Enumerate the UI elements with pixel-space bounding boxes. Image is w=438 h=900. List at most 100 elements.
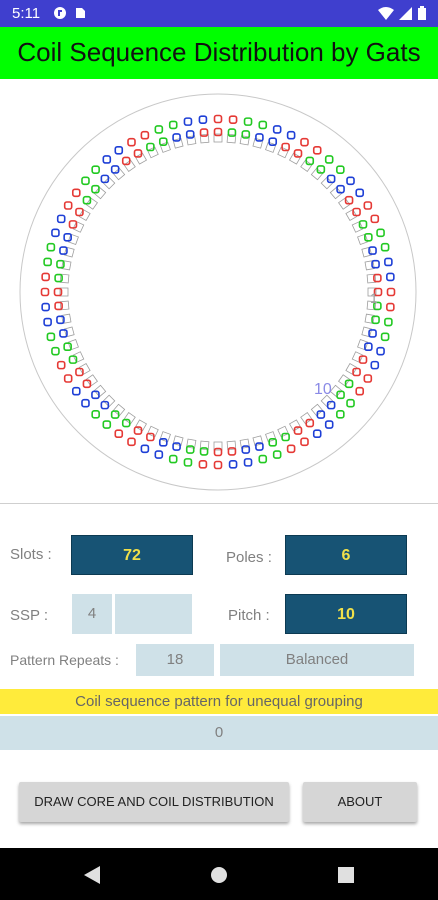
coil-outer-marker	[127, 437, 136, 447]
slot-outline	[67, 339, 79, 351]
slot-outline	[72, 221, 85, 233]
coil-inner-marker	[371, 259, 380, 269]
coil-inner-marker	[255, 133, 264, 142]
coil-outer-marker	[376, 228, 385, 238]
coil-outer-marker	[46, 242, 56, 252]
coil-outer-marker	[183, 117, 193, 126]
coil-inner-marker	[158, 438, 168, 447]
coil-inner-marker	[344, 195, 354, 205]
slot-outline	[310, 167, 324, 181]
coil-inner-marker	[100, 400, 110, 410]
slot-outline	[265, 141, 277, 153]
coil-inner-marker	[373, 287, 383, 297]
slot-outline	[366, 300, 377, 311]
draw-core-button[interactable]: DRAW CORE AND COIL DISTRIBUTION	[19, 782, 289, 822]
slot-outline	[72, 351, 85, 363]
poles-label: Poles :	[226, 549, 272, 566]
home-icon[interactable]	[210, 866, 228, 884]
coil-outer-marker	[198, 460, 208, 469]
coil-inner-marker	[213, 127, 223, 137]
coil-inner-marker	[68, 355, 78, 364]
coil-inner-marker	[53, 287, 63, 297]
coil-outer-marker	[114, 145, 124, 155]
pitch-marker: 10	[314, 381, 332, 398]
slot-outline	[361, 246, 373, 258]
coil-inner-marker	[213, 447, 223, 457]
slot-outline	[300, 159, 313, 172]
pattern-repeats-field[interactable]: 18	[136, 644, 214, 676]
coil-outer-marker	[43, 257, 52, 267]
coil-inner-marker	[59, 246, 68, 255]
coil-outer-marker	[243, 458, 253, 467]
slot-outline	[364, 313, 375, 324]
coil-inner-marker	[358, 355, 368, 364]
slot-outline	[367, 287, 377, 297]
slot-outline	[93, 186, 107, 200]
slot-outline	[85, 374, 98, 387]
coil-inner-marker	[54, 273, 63, 283]
coil-outer-marker	[154, 125, 164, 134]
coil-outer-marker	[63, 201, 73, 210]
coil-outer-marker	[41, 302, 50, 312]
slot-outline	[364, 260, 375, 271]
coil-inner-marker	[281, 432, 290, 442]
coil-inner-marker	[326, 174, 336, 184]
pitch-field[interactable]: 10	[285, 594, 407, 634]
coil-outer-marker	[183, 458, 193, 467]
coil-inner-marker	[185, 130, 195, 139]
coil-inner-marker	[336, 390, 345, 400]
slot-outline	[85, 197, 98, 210]
ssp-field[interactable]: 4	[72, 594, 112, 634]
slot-outline	[147, 146, 159, 159]
coil-inner-marker	[172, 442, 181, 451]
slot-outline	[78, 362, 91, 376]
slot-outline	[61, 260, 72, 271]
battery-icon	[418, 6, 426, 20]
slot-outline	[345, 208, 358, 222]
slot-outline	[265, 431, 277, 443]
slots-field[interactable]: 72	[71, 535, 193, 575]
coil-outer-marker	[102, 420, 112, 429]
coil-inner-marker	[100, 174, 110, 184]
slot-outline	[239, 135, 250, 146]
coil-inner-marker	[63, 232, 72, 242]
coil-outer-marker	[355, 188, 365, 198]
coil-outer-marker	[286, 130, 296, 140]
coil-inner-marker	[56, 315, 65, 325]
coil-inner-marker	[293, 426, 303, 435]
coil-outer-marker	[41, 272, 50, 282]
wifi-icon	[378, 7, 394, 20]
slot-outline	[288, 152, 302, 165]
recents-icon[interactable]	[338, 867, 354, 883]
coil-outer-marker	[380, 332, 390, 342]
slot-outline	[329, 186, 343, 200]
slot-outline	[112, 167, 126, 181]
coil-inner-marker	[364, 232, 373, 242]
about-button[interactable]: ABOUT	[303, 782, 417, 822]
coil-outer-marker	[140, 130, 150, 140]
slot-outline	[134, 419, 148, 432]
unequal-grouping-field[interactable]: 0	[0, 716, 438, 750]
coil-inner-marker	[305, 418, 315, 428]
coil-outer-marker	[228, 460, 238, 469]
coil-inner-marker	[368, 329, 377, 338]
slot-outline	[338, 197, 351, 210]
slot-outline	[134, 152, 148, 165]
poles-field[interactable]: 6	[285, 535, 407, 575]
coil-outer-marker	[168, 120, 178, 130]
coil-outer-marker	[370, 214, 380, 224]
slot-outline	[159, 141, 171, 153]
coil-outer-marker	[386, 272, 395, 282]
coil-outer-marker	[127, 137, 136, 147]
slot-outline	[172, 435, 184, 447]
coil-inner-marker	[82, 195, 92, 205]
slot-outline	[351, 221, 364, 233]
coil-outer-marker	[140, 444, 150, 454]
slot-outline	[59, 273, 70, 284]
coil-outer-marker	[40, 287, 50, 297]
coil-inner-marker	[199, 128, 209, 137]
slot-outline	[63, 246, 75, 258]
ssp-extra-field[interactable]	[115, 594, 192, 634]
back-icon[interactable]	[84, 866, 100, 884]
coil-outer-marker	[114, 429, 124, 439]
